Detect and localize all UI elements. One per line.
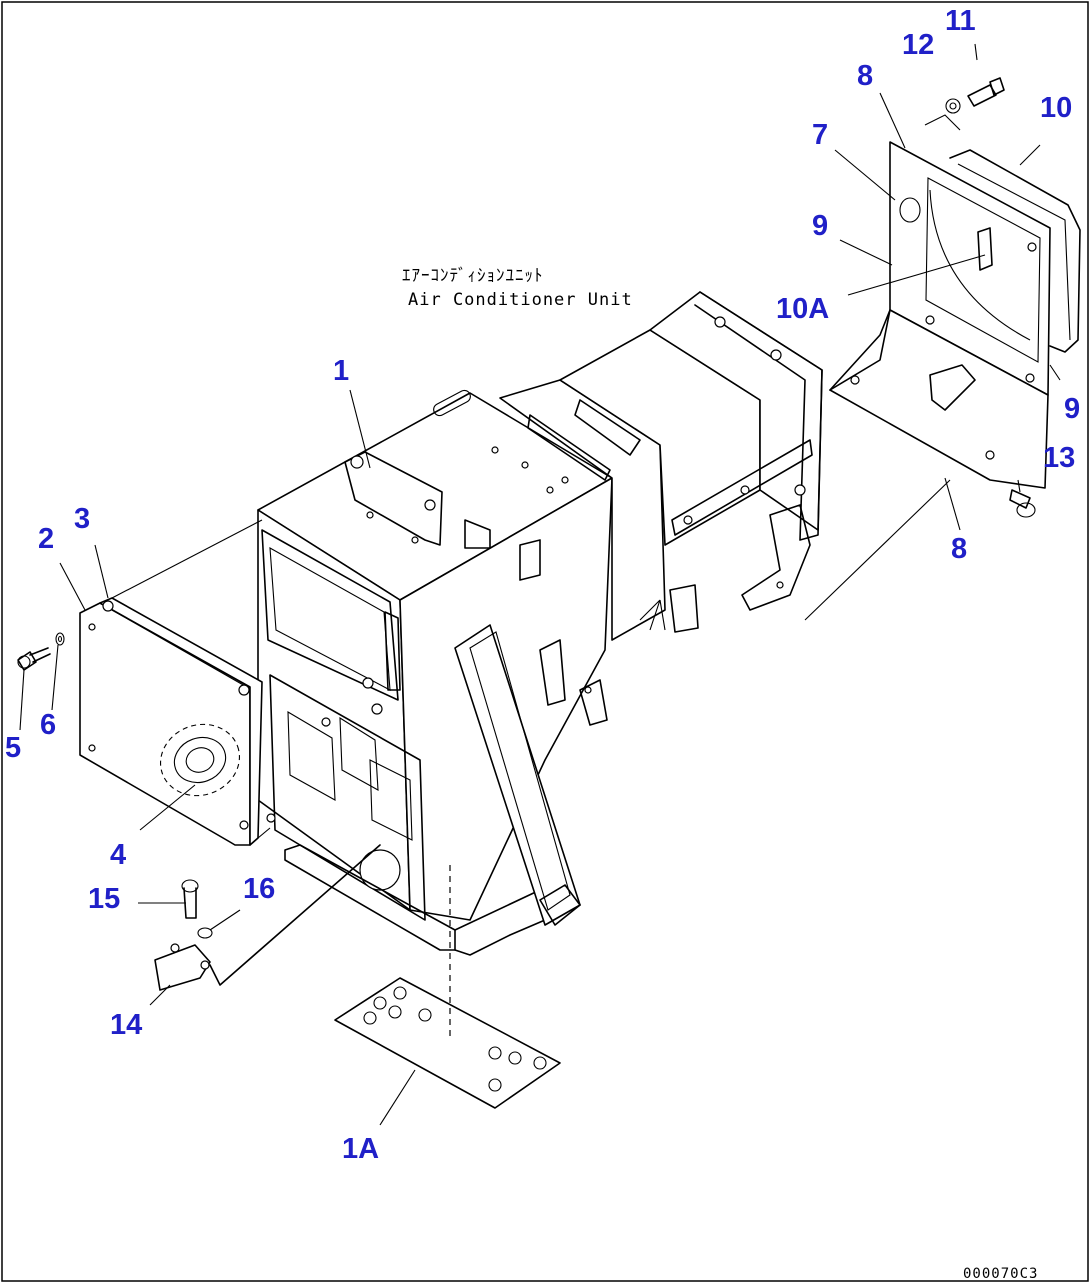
diagonal-duct bbox=[454, 624, 581, 926]
callout-2: 2 bbox=[38, 523, 54, 555]
callout-13: 13 bbox=[1043, 442, 1075, 474]
washer-part-12 bbox=[945, 98, 961, 114]
callout-8-bottom: 8 bbox=[951, 533, 967, 565]
callout-4: 4 bbox=[110, 839, 126, 871]
callout-3: 3 bbox=[74, 503, 90, 535]
air-conditioner-unit bbox=[499, 291, 823, 641]
washer-part-6 bbox=[55, 632, 65, 646]
clip-part-14 bbox=[154, 844, 381, 991]
bolt-part-15 bbox=[181, 879, 199, 919]
unit-label-english: Air Conditioner Unit bbox=[408, 290, 633, 310]
callout-11: 11 bbox=[945, 5, 976, 37]
unit-label: ｴｱｰｺﾝﾃﾞｨｼｮﾝﾕﾆｯﾄ Air Conditioner Unit bbox=[402, 266, 633, 310]
bolt-part-11 bbox=[967, 77, 1005, 107]
callouts: 1 1A 2 3 4 5 6 7 8 8 9 9 10 10A 11 12 13… bbox=[5, 5, 1080, 1165]
callout-1A: 1A bbox=[342, 1133, 379, 1165]
bracket-part-7 bbox=[829, 141, 1051, 489]
callout-10A: 10A bbox=[776, 293, 829, 325]
drawing-code: 000070C3 bbox=[963, 1266, 1038, 1282]
callout-15: 15 bbox=[88, 883, 120, 915]
callout-14: 14 bbox=[110, 1009, 142, 1041]
plate-part-1A bbox=[334, 977, 561, 1109]
bolt-part-5 bbox=[17, 647, 51, 671]
bolt-part-13 bbox=[1009, 489, 1036, 518]
callout-8-top: 8 bbox=[857, 60, 873, 92]
callout-12: 12 bbox=[902, 29, 934, 61]
callout-6: 6 bbox=[40, 709, 56, 741]
callout-9-right: 9 bbox=[1064, 393, 1080, 425]
callout-1: 1 bbox=[333, 355, 349, 387]
seal-part-10 bbox=[949, 149, 1081, 353]
unit-label-japanese: ｴｱｰｺﾝﾃﾞｨｼｮﾝﾕﾆｯﾄ bbox=[402, 266, 544, 286]
washer-part-16 bbox=[197, 927, 213, 939]
callout-7: 7 bbox=[812, 119, 828, 151]
callout-5: 5 bbox=[5, 732, 21, 764]
callout-16: 16 bbox=[243, 873, 275, 905]
callout-10: 10 bbox=[1040, 92, 1072, 124]
cover-plate-part-2 bbox=[79, 519, 271, 846]
leader-lines bbox=[19, 43, 1061, 1126]
callout-9-left: 9 bbox=[812, 210, 828, 242]
